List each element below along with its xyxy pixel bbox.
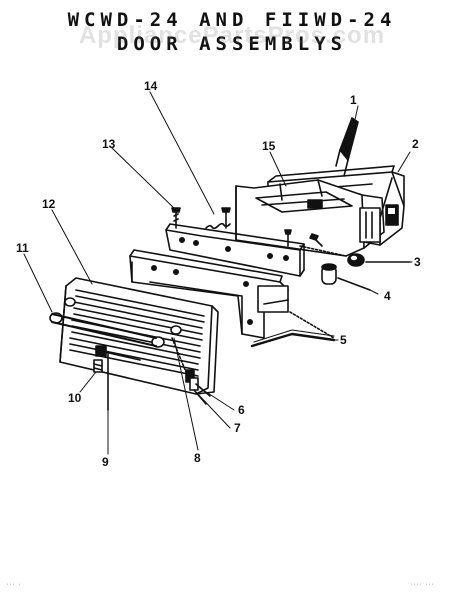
part-13-screw (171, 207, 181, 229)
callout-8: 8 (194, 451, 201, 465)
part-4-roller-pin (321, 263, 371, 291)
callout-4: 4 (384, 289, 391, 303)
diagram-title-line1: WCWD-24 AND FIIWD-24 (67, 9, 397, 31)
callout-15: 15 (262, 139, 276, 153)
callout-2: 2 (412, 137, 419, 151)
callout-14: 14 (144, 79, 158, 93)
callout-7: 7 (234, 421, 241, 435)
footer-mark-right: ···· ··· (410, 582, 435, 588)
callout-leader-lines (23, 91, 413, 455)
callout-10: 10 (68, 391, 82, 405)
part-11-handle (49, 297, 182, 348)
part-13-mounting-strip (165, 223, 305, 277)
callout-6: 6 (238, 403, 245, 417)
callout-3: 3 (414, 255, 421, 269)
part-10-screw (93, 359, 103, 373)
watermark: AppliancePartsPros.com (78, 22, 386, 49)
part-1-lever (335, 117, 359, 177)
callout-12: 12 (42, 197, 56, 211)
strip-screws (284, 229, 323, 247)
diagram-title-line2: DOOR ASSEMBLYS (116, 33, 348, 55)
door-liner-frame (129, 249, 289, 339)
footer-mark-left: ··· · (6, 582, 22, 588)
callout-1: 1 (350, 93, 357, 107)
part-3-bushing (299, 245, 411, 267)
callout-5: 5 (340, 333, 347, 347)
part-5-gasket (250, 311, 336, 348)
part-15-slide-bracket (235, 179, 385, 257)
callout-13: 13 (102, 137, 116, 151)
callout-9: 9 (102, 455, 109, 469)
part-9-lower-trim (95, 345, 141, 411)
callout-11: 11 (16, 241, 29, 255)
part-14-spring (205, 207, 231, 230)
